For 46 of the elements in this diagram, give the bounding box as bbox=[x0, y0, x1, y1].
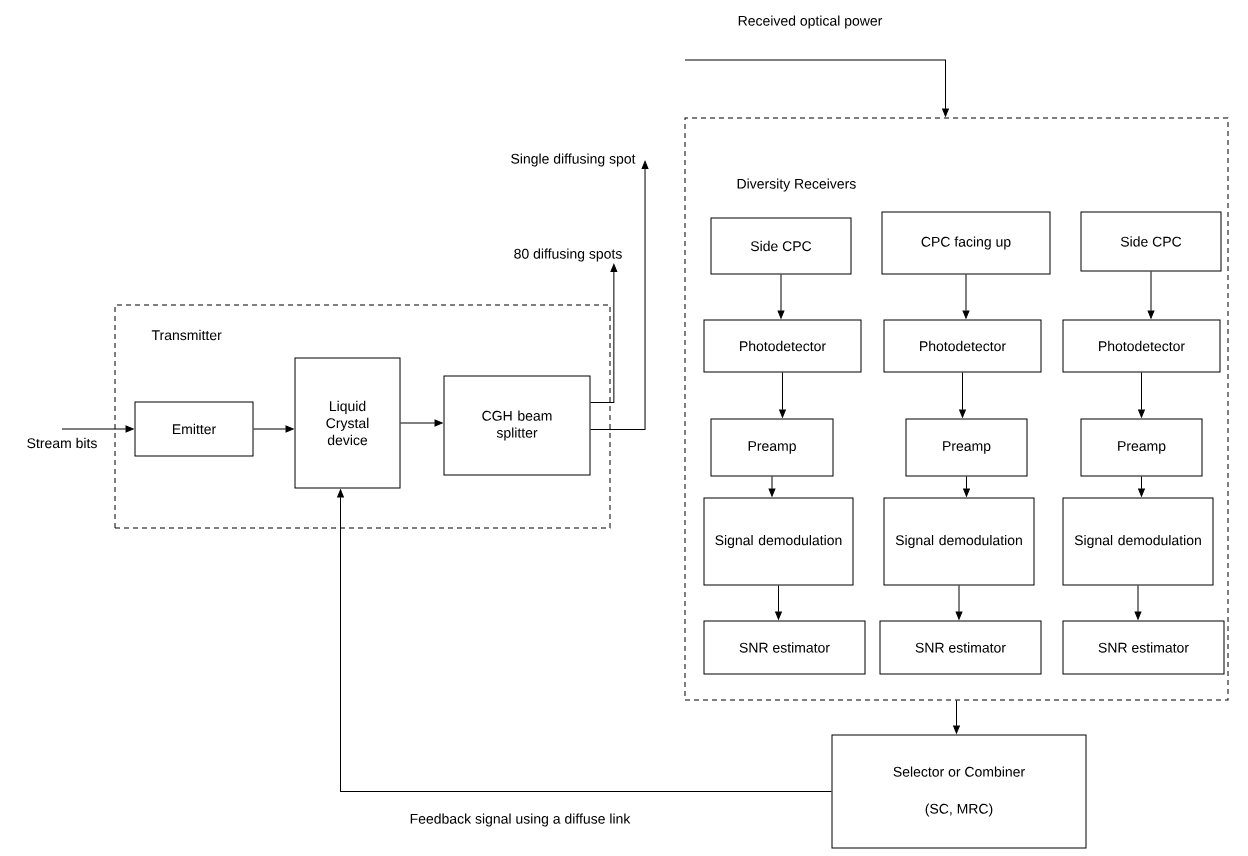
process-box: Signal demodulation bbox=[883, 497, 1035, 586]
arrow bbox=[590, 263, 618, 403]
arrow bbox=[959, 372, 966, 418]
process-box: Photodetector bbox=[1062, 319, 1221, 373]
process-box: Preamp bbox=[905, 418, 1028, 477]
arrow bbox=[337, 489, 832, 792]
edge-label: Feedback signal using a diffuse link bbox=[408, 812, 632, 828]
arrow bbox=[400, 419, 443, 427]
arrow bbox=[590, 160, 649, 430]
arrow bbox=[61, 425, 134, 433]
signal-label: Single diffusing spot bbox=[511, 153, 636, 167]
edge-label: Received optical power bbox=[736, 14, 884, 30]
process-box: Emitter bbox=[134, 401, 254, 457]
process-box: CGH beam splitter bbox=[443, 375, 591, 476]
process-box: Preamp bbox=[710, 418, 834, 477]
process-box: Side CPC bbox=[1080, 211, 1222, 272]
process-box: Side CPC bbox=[710, 217, 852, 275]
arrow bbox=[1134, 585, 1142, 620]
arrow bbox=[768, 476, 776, 497]
group-title: Diversity Receivers bbox=[737, 178, 856, 192]
process-box: Preamp bbox=[1080, 418, 1203, 477]
arrow bbox=[953, 700, 960, 734]
signal-label: 80 diffusing spots bbox=[514, 248, 622, 262]
arrow bbox=[779, 372, 786, 418]
process-box: SNR estimator bbox=[1062, 620, 1225, 675]
process-box: CPC facing up bbox=[881, 211, 1051, 275]
arrow bbox=[1138, 372, 1145, 418]
process-box: Selector or Combiner (SC, MRC) bbox=[831, 734, 1087, 849]
group-title: Transmitter bbox=[151, 329, 222, 341]
process-box: Signal demodulation bbox=[703, 497, 854, 586]
arrow bbox=[1147, 271, 1155, 319]
arrow bbox=[963, 476, 970, 497]
arrow bbox=[684, 59, 949, 117]
arrow bbox=[775, 585, 782, 620]
arrow bbox=[955, 585, 963, 620]
arrow bbox=[962, 274, 970, 319]
process-box: SNR estimator bbox=[879, 620, 1042, 675]
process-box: Liquid Crystal device bbox=[294, 357, 401, 489]
process-box: SNR estimator bbox=[703, 620, 866, 675]
arrow bbox=[1138, 476, 1145, 497]
process-box: Signal demodulation bbox=[1062, 497, 1214, 586]
process-box: Photodetector bbox=[883, 319, 1042, 373]
arrow bbox=[777, 274, 785, 319]
process-box: Photodetector bbox=[703, 319, 862, 373]
arrow bbox=[253, 425, 294, 433]
signal-label: Stream bits bbox=[27, 437, 97, 449]
